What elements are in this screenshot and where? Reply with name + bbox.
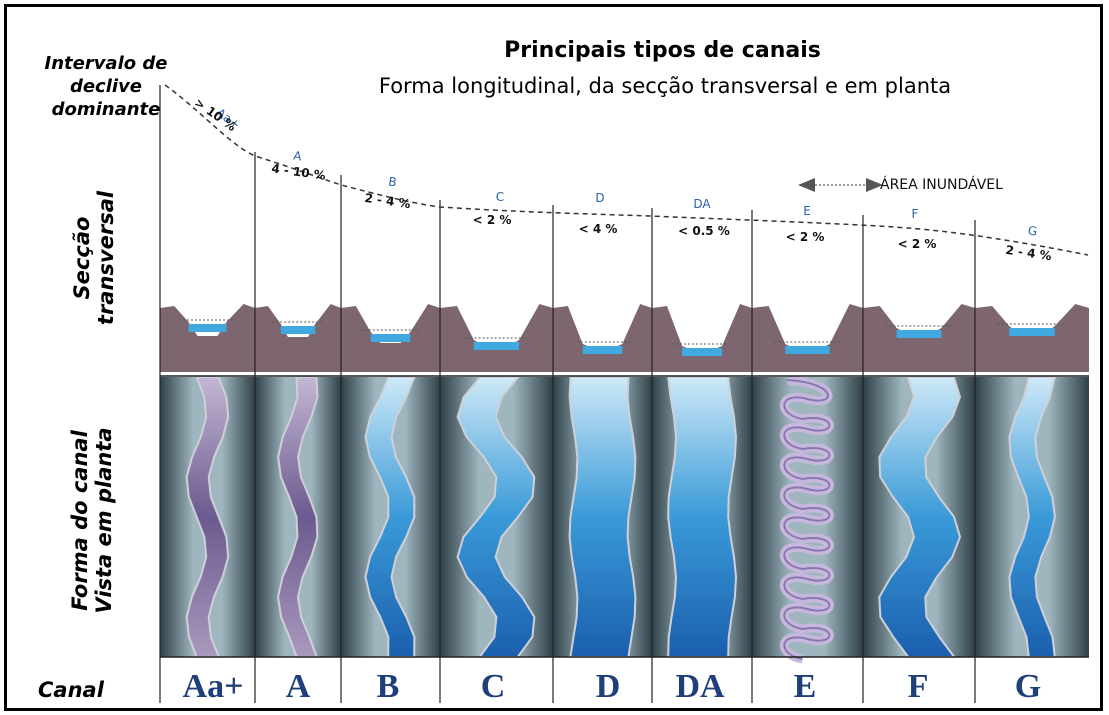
column-dividers [159, 85, 976, 703]
slope-interval-label: Intervalo de declive dominante [44, 53, 168, 120]
channel-letter-aaplus: Aa+ [183, 668, 244, 705]
slope-code-c: C [496, 190, 504, 204]
slope-code-d: D [595, 191, 604, 205]
slope-curve [164, 84, 1089, 256]
channel-row-label: Canal [38, 678, 104, 702]
channel-letter-c: C [481, 668, 506, 705]
slope-value-da: < 0.5 % [678, 224, 730, 238]
channel-letter-g: G [1015, 668, 1041, 705]
slope-value-d: < 4 % [579, 222, 618, 236]
channel-letter-b: B [377, 668, 400, 705]
channel-letter-f: F [908, 668, 929, 705]
slope-value-b: 2 - 4 % [364, 191, 412, 211]
figure-title: Principais tipos de canais [504, 38, 821, 63]
terrain-aaplus [160, 304, 255, 372]
channel-letter-a: A [286, 668, 311, 705]
terrain-da [652, 304, 752, 372]
terrain-b [341, 304, 440, 372]
terrain-c [440, 304, 553, 372]
figure-subtitle: Forma longitudinal, da secção transversa… [378, 74, 952, 98]
river-e-edge [783, 379, 831, 660]
slope-code-b: B [388, 175, 398, 190]
water-da [682, 348, 722, 356]
channel-codes: Aa+ A B C D DA E F G [183, 668, 1042, 705]
slope-value-f: < 2 % [898, 237, 937, 251]
slope-value-c: < 2 % [473, 213, 512, 227]
terrain-e [752, 304, 863, 372]
water-d [582, 346, 623, 354]
slope-value-e: < 2 % [786, 230, 825, 244]
slope-code-da: DA [693, 197, 711, 211]
slope-code-f: F [912, 207, 919, 221]
flood-arrow-icon [798, 178, 883, 192]
plan-view-rivers [185, 375, 1057, 664]
water-g [1009, 328, 1055, 336]
slope-code-e: E [803, 204, 811, 218]
cross-section-terrain [160, 304, 1089, 372]
water-c [473, 342, 520, 350]
water-a [280, 326, 316, 334]
terrain-d [553, 304, 652, 372]
water-b [370, 334, 411, 342]
river-da [667, 376, 738, 658]
slope-code-g: G [1027, 223, 1038, 238]
water-f [896, 330, 942, 338]
flood-area-legend: ÁREA INUNDÁVEL [880, 177, 1003, 193]
slope-code-a: A [293, 149, 304, 164]
slope-value-g: 2 - 4 % [1005, 243, 1053, 263]
terrain-g [975, 304, 1089, 372]
terrain-a [255, 304, 341, 372]
slope-labels: Aa+> 10 %A4 - 10 %B2 - 4 %C< 2 %D< 4 %DA… [192, 95, 1052, 263]
slope-value-a: 4 - 10 % [271, 161, 327, 182]
channel-letter-da: DA [675, 668, 725, 705]
figure-frame [4, 4, 1103, 711]
channel-letter-d: D [596, 668, 621, 705]
water-e [785, 346, 830, 354]
water-aaplus [188, 324, 227, 332]
channel-letter-e: E [794, 668, 817, 705]
river-d [568, 376, 637, 658]
